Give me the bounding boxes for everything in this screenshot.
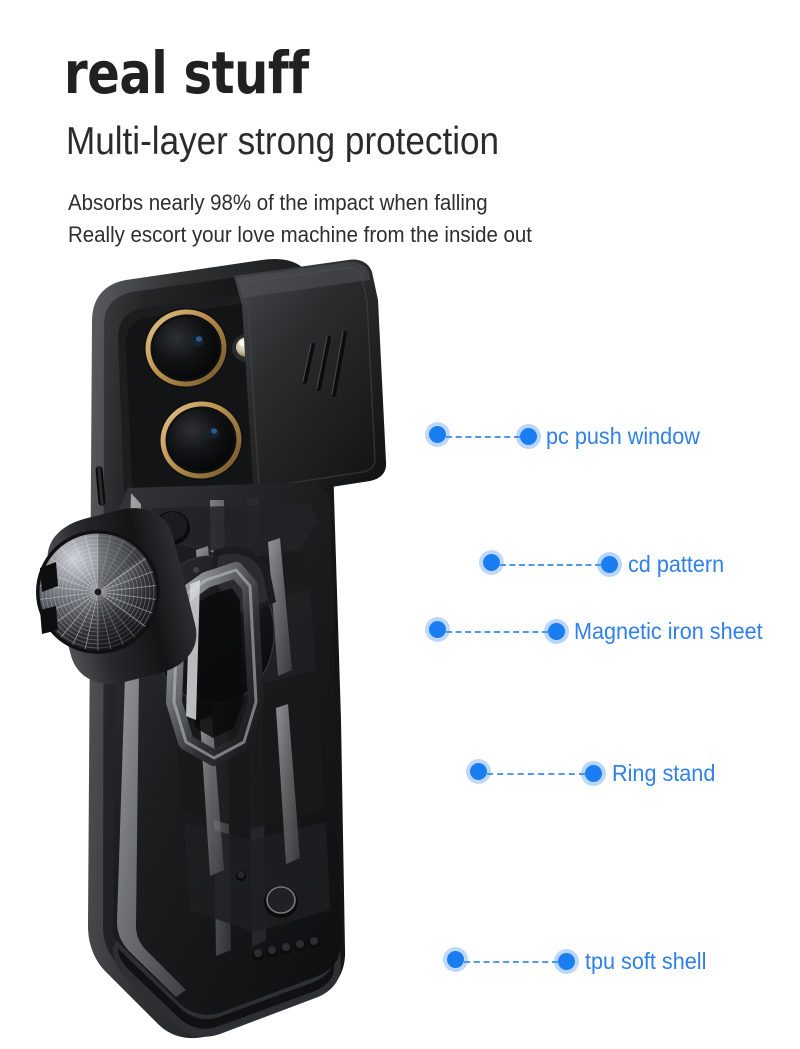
callout-dot-pc-push-window: [520, 428, 537, 445]
anchor-dot-pc-push-window: [429, 426, 446, 443]
product-image: [0, 250, 560, 1049]
anchor-dot-cd-pattern: [483, 554, 500, 571]
camera-lens-bottom: [159, 399, 243, 481]
cd-pattern-disc: [36, 530, 160, 654]
callout-label-pc-push-window: pc push window: [546, 423, 700, 449]
callout-magnetic-iron-sheet: Magnetic iron sheet: [446, 620, 775, 643]
camera-lens-top: [144, 307, 228, 389]
callout-dot-cd-pattern: [601, 556, 618, 573]
leader-line-pc-push-window: [446, 435, 520, 438]
callout-dot-ring-stand: [585, 765, 602, 782]
page-title: real stuff: [64, 39, 309, 107]
body-line-2: Really escort your love machine from the…: [68, 222, 532, 247]
callout-dot-tpu-soft-shell: [558, 953, 575, 970]
slider-grip-lines: [303, 331, 347, 397]
camera-slider-cover: [234, 259, 387, 499]
callout-label-cd-pattern: cd pattern: [628, 551, 725, 577]
anchor-dot-magnetic-iron-sheet: [429, 621, 446, 638]
ring-stand: [166, 546, 276, 766]
leader-line-magnetic-iron-sheet: [446, 630, 548, 633]
callout-ring-stand: Ring stand: [487, 762, 722, 785]
leader-line-ring-stand: [487, 772, 585, 775]
callout-label-tpu-soft-shell: tpu soft shell: [585, 948, 707, 974]
anchor-dot-ring-stand: [470, 763, 487, 780]
callout-label-magnetic-iron-sheet: Magnetic iron sheet: [574, 618, 763, 644]
callout-cd-pattern: cd pattern: [500, 553, 730, 576]
callout-tpu-soft-shell: tpu soft shell: [464, 950, 714, 973]
anchor-dot-tpu-soft-shell: [447, 951, 464, 968]
page-subtitle: Multi-layer strong protection: [66, 120, 500, 163]
leader-line-tpu-soft-shell: [464, 960, 558, 963]
callout-pc-push-window: pc push window: [446, 425, 710, 448]
callout-dot-magnetic-iron-sheet: [548, 623, 565, 640]
magnetic-disc-assembly: [36, 508, 197, 684]
leader-line-cd-pattern: [500, 563, 601, 566]
tpu-soft-shell-edge: [113, 940, 341, 1037]
callout-label-ring-stand: Ring stand: [612, 760, 716, 786]
body-line-1: Absorbs nearly 98% of the impact when fa…: [68, 190, 488, 215]
